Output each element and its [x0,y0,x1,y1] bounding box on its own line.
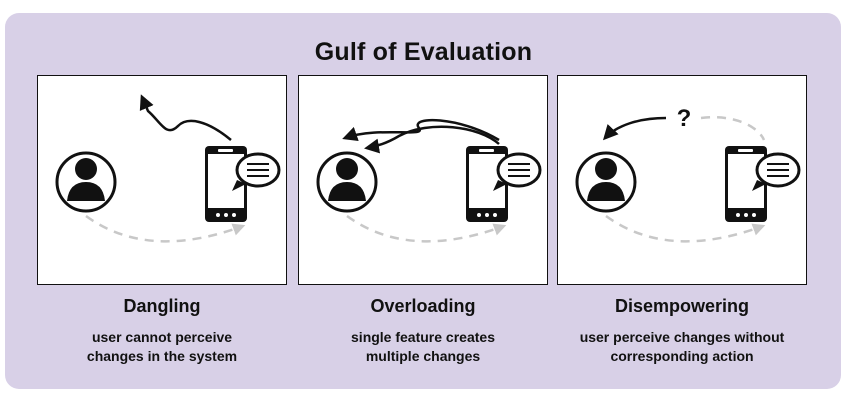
chat-bubble-icon [752,152,801,191]
panel-description-dangling: user cannot perceive changes in the syst… [86,329,238,364]
user-icon [55,151,117,213]
panel-disempowering: ? [557,75,807,285]
crossing-arrows-icon [342,118,500,154]
diagram-title: Gulf of Evaluation [314,38,533,66]
chat-bubble-icon [493,152,542,191]
feedback-loop-dashed [346,214,507,243]
feedback-loop-dashed [605,214,766,243]
panel-description-disempowering: user perceive changes without correspond… [579,329,785,364]
panel-dangling [37,75,287,285]
feedback-loop-dashed [85,214,246,243]
panel-label-dangling: Dangling [123,296,201,316]
upper-loop-dashed [700,115,766,141]
panel-label-overloading: Overloading [370,296,476,316]
user-icon [316,151,378,213]
panel-label-disempowering: Disempowering [614,296,750,316]
question-arrow-icon [602,116,667,141]
panel-overloading [298,75,548,285]
user-icon [575,151,637,213]
panel-description-overloading: single feature creates multiple changes [351,329,495,364]
question-mark: ? [677,105,692,132]
squiggly-arrow-icon [139,94,232,141]
chat-bubble-icon [232,152,281,191]
